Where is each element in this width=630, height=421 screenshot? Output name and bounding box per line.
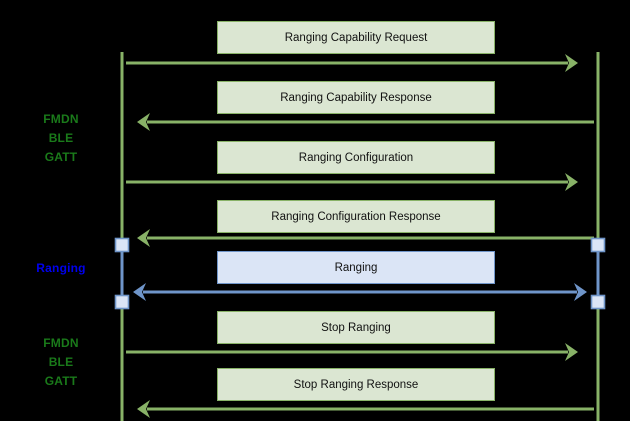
message-ranging-configuration-arrowhead-right (565, 173, 578, 191)
message-stop-ranging-response-label: Stop Ranging Response (293, 378, 419, 391)
message-ranging-capability-request-box[interactable]: Ranging Capability Request (217, 21, 495, 54)
phase-label-ranging: Ranging (36, 261, 86, 275)
right-ranging-start-node[interactable] (590, 237, 606, 253)
message-ranging-label: Ranging (334, 261, 378, 274)
message-stop-ranging-label: Stop Ranging (321, 321, 391, 334)
message-ranging-capability-response-arrowhead-left (137, 113, 150, 131)
message-ranging-arrowhead-right (574, 283, 587, 301)
message-ranging-capability-response-box[interactable]: Ranging Capability Response (217, 81, 495, 114)
right-ranging-end-node[interactable] (590, 294, 606, 310)
message-ranging-arrowhead-left (133, 283, 146, 301)
message-ranging-configuration-label: Ranging Configuration (298, 151, 414, 164)
message-stop-ranging-box[interactable]: Stop Ranging (217, 311, 495, 344)
message-ranging-configuration-box[interactable]: Ranging Configuration (217, 141, 495, 174)
phase-label-fmdn-bottom: FMDN BLE GATT (43, 336, 79, 388)
message-stop-ranging-response-box[interactable]: Stop Ranging Response (217, 368, 495, 401)
message-ranging-capability-response-label: Ranging Capability Response (280, 91, 432, 104)
message-ranging-capability-request-arrowhead-right (565, 54, 578, 72)
message-ranging-capability-request-label: Ranging Capability Request (284, 31, 428, 44)
message-stop-ranging-arrowhead-right (565, 343, 578, 361)
message-stop-ranging-response-arrowhead-left (137, 400, 150, 418)
message-ranging-configuration-response-box[interactable]: Ranging Configuration Response (217, 200, 495, 233)
message-ranging-box[interactable]: Ranging (217, 251, 495, 284)
message-ranging-configuration-response-label: Ranging Configuration Response (271, 210, 441, 223)
phase-label-fmdn-top: FMDN BLE GATT (43, 112, 79, 164)
message-ranging-configuration-response-arrowhead-left (137, 229, 150, 247)
left-ranging-end-node[interactable] (114, 294, 130, 310)
left-ranging-start-node[interactable] (114, 237, 130, 253)
